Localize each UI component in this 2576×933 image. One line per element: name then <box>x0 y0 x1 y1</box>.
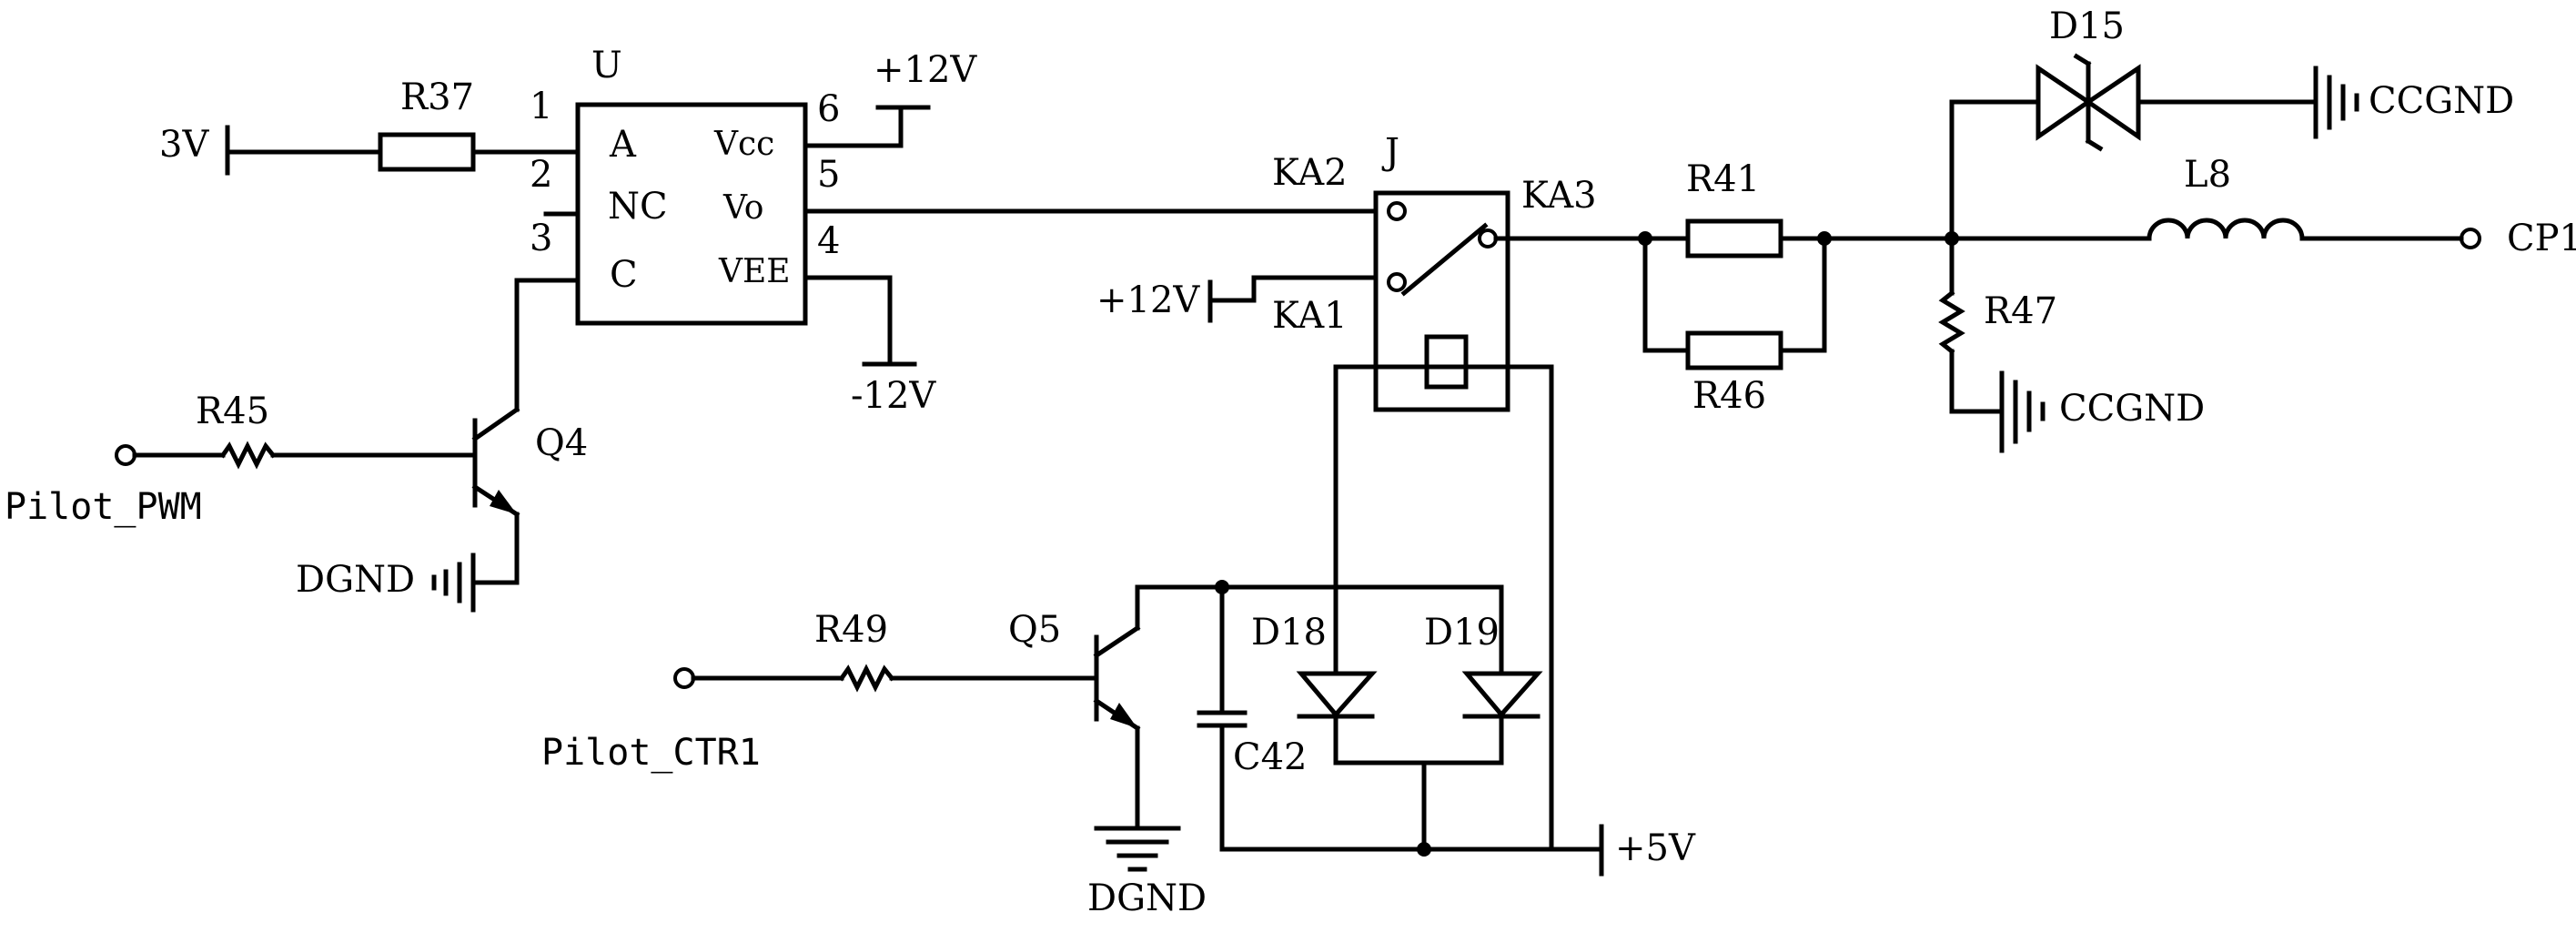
relay-ka2-contact <box>1387 201 1407 221</box>
ic-u-pin4-number: 4 <box>817 220 840 262</box>
terminal-cp1 <box>2460 228 2481 249</box>
ic-u-pin-c-label: C <box>610 254 638 296</box>
relay-coil <box>1424 334 1469 390</box>
net-label-dgnd-left: DGND <box>296 559 415 601</box>
ic-u: U A NC C Vcc Vo VEE 1 2 3 4 5 6 <box>530 45 840 326</box>
resistor-r46 <box>1685 330 1783 370</box>
resistor-r45 <box>219 441 277 470</box>
ic-u-pin6-number: 6 <box>817 88 840 130</box>
net-label-dgnd-bottom: DGND <box>1087 877 1207 919</box>
inductor-l8 <box>2147 218 2305 241</box>
ground-ccgnd-top <box>2313 66 2359 139</box>
net-coil-drive: D18 D19 C42 +5V <box>1135 364 1696 877</box>
resistor-r37 <box>378 132 476 172</box>
net-label-ccgnd-mid: CCGND <box>2059 388 2205 430</box>
relay-ka1-contact <box>1387 272 1407 292</box>
net-c-q4 <box>514 278 581 412</box>
ground-dgnd-bottom: DGND <box>1087 826 1207 919</box>
ic-u-pin-vo-label: Vo <box>722 189 763 227</box>
net-pilot-pwm: R45 Pilot_PWM <box>5 390 478 528</box>
resistor-r45-label: R45 <box>196 390 269 432</box>
net-p12v-ka1: +12V KA1 <box>1096 275 1379 337</box>
diode-d19 <box>1461 671 1543 766</box>
resistor-r49 <box>838 664 895 693</box>
resistor-r47-label: R47 <box>1984 290 2057 332</box>
relay-ka3-label: KA3 <box>1521 175 1597 217</box>
transistor-q4-label: Q4 <box>535 422 588 464</box>
diode-d19-label: D19 <box>1424 612 1500 654</box>
transistor-q5-label: Q5 <box>1008 609 1061 651</box>
terminal-pilot-ctr1 <box>673 667 695 689</box>
net-label-ccgnd-top: CCGND <box>2369 80 2514 122</box>
net-label-pilot-ctr1: Pilot_CTR1 <box>541 732 761 774</box>
net-label-cp1: CP1 <box>2507 218 2576 259</box>
terminal-pilot-pwm <box>115 444 136 466</box>
ic-u-pin3-number: 3 <box>530 218 552 259</box>
transistor-q4: Q4 <box>470 406 588 585</box>
capacitor-c42-label: C42 <box>1233 736 1308 778</box>
resistor-r41-label: R41 <box>1686 158 1760 200</box>
ic-u-pin-a-label: A <box>609 124 637 166</box>
ic-u-ref: U <box>591 45 622 86</box>
capacitor-c42 <box>1197 584 1248 852</box>
net-3v-r37: 3V R37 <box>159 76 581 217</box>
resistor-r46-label: R46 <box>1692 375 1766 417</box>
ic-u-pin-vcc-label: Vcc <box>713 126 774 163</box>
ic-u-pin1-number: 1 <box>530 86 552 127</box>
resistor-r37-label: R37 <box>400 76 474 118</box>
diode-d15 <box>2036 53 2141 152</box>
diode-d18 <box>1296 584 1378 766</box>
net-output: D15 CCGND L8 CP1 R47 CCGND <box>1938 5 2576 453</box>
diode-d15-label: D15 <box>2049 5 2125 47</box>
net-vo-ka2: KA2 <box>803 152 1386 214</box>
ic-u-pin5-number: 5 <box>817 154 840 196</box>
inductor-l8-label: L8 <box>2184 154 2231 196</box>
diode-d18-label: D18 <box>1251 612 1327 654</box>
net-label-3v: 3V <box>159 124 209 166</box>
net-label-p5v: +5V <box>1615 827 1696 869</box>
relay-ka2-label: KA2 <box>1272 152 1348 194</box>
relay-ka1-label: KA1 <box>1272 295 1348 337</box>
resistor-r49-label: R49 <box>814 609 888 651</box>
ic-u-pin2-number: 2 <box>530 154 552 196</box>
transistor-q5: Q5 <box>1008 584 1141 831</box>
net-label-p12v-mid: +12V <box>1096 279 1200 321</box>
net-m12v-pin4: -12V <box>803 275 936 417</box>
resistor-r47 <box>1938 289 1965 355</box>
ground-dgnd-left: DGND <box>296 553 476 613</box>
net-r41-r46: R41 R46 <box>1505 158 1955 417</box>
ground-ccgnd-mid <box>1999 370 2046 453</box>
ic-u-pin-nc-label: NC <box>608 186 668 228</box>
ic-u-body <box>575 102 808 326</box>
net-label-m12v: -12V <box>851 375 936 417</box>
resistor-r41 <box>1685 218 1783 259</box>
net-p12v-pin6: +12V <box>803 49 977 148</box>
net-pilot-ctr1: R49 Pilot_CTR1 <box>541 609 1099 774</box>
relay-j-ref: J <box>1381 131 1399 173</box>
relay-j: J KA3 <box>1373 131 1597 412</box>
net-label-p12v-top: +12V <box>874 49 977 91</box>
net-label-pilot-pwm: Pilot_PWM <box>5 486 202 528</box>
ic-u-pin-vee-label: VEE <box>718 253 791 290</box>
